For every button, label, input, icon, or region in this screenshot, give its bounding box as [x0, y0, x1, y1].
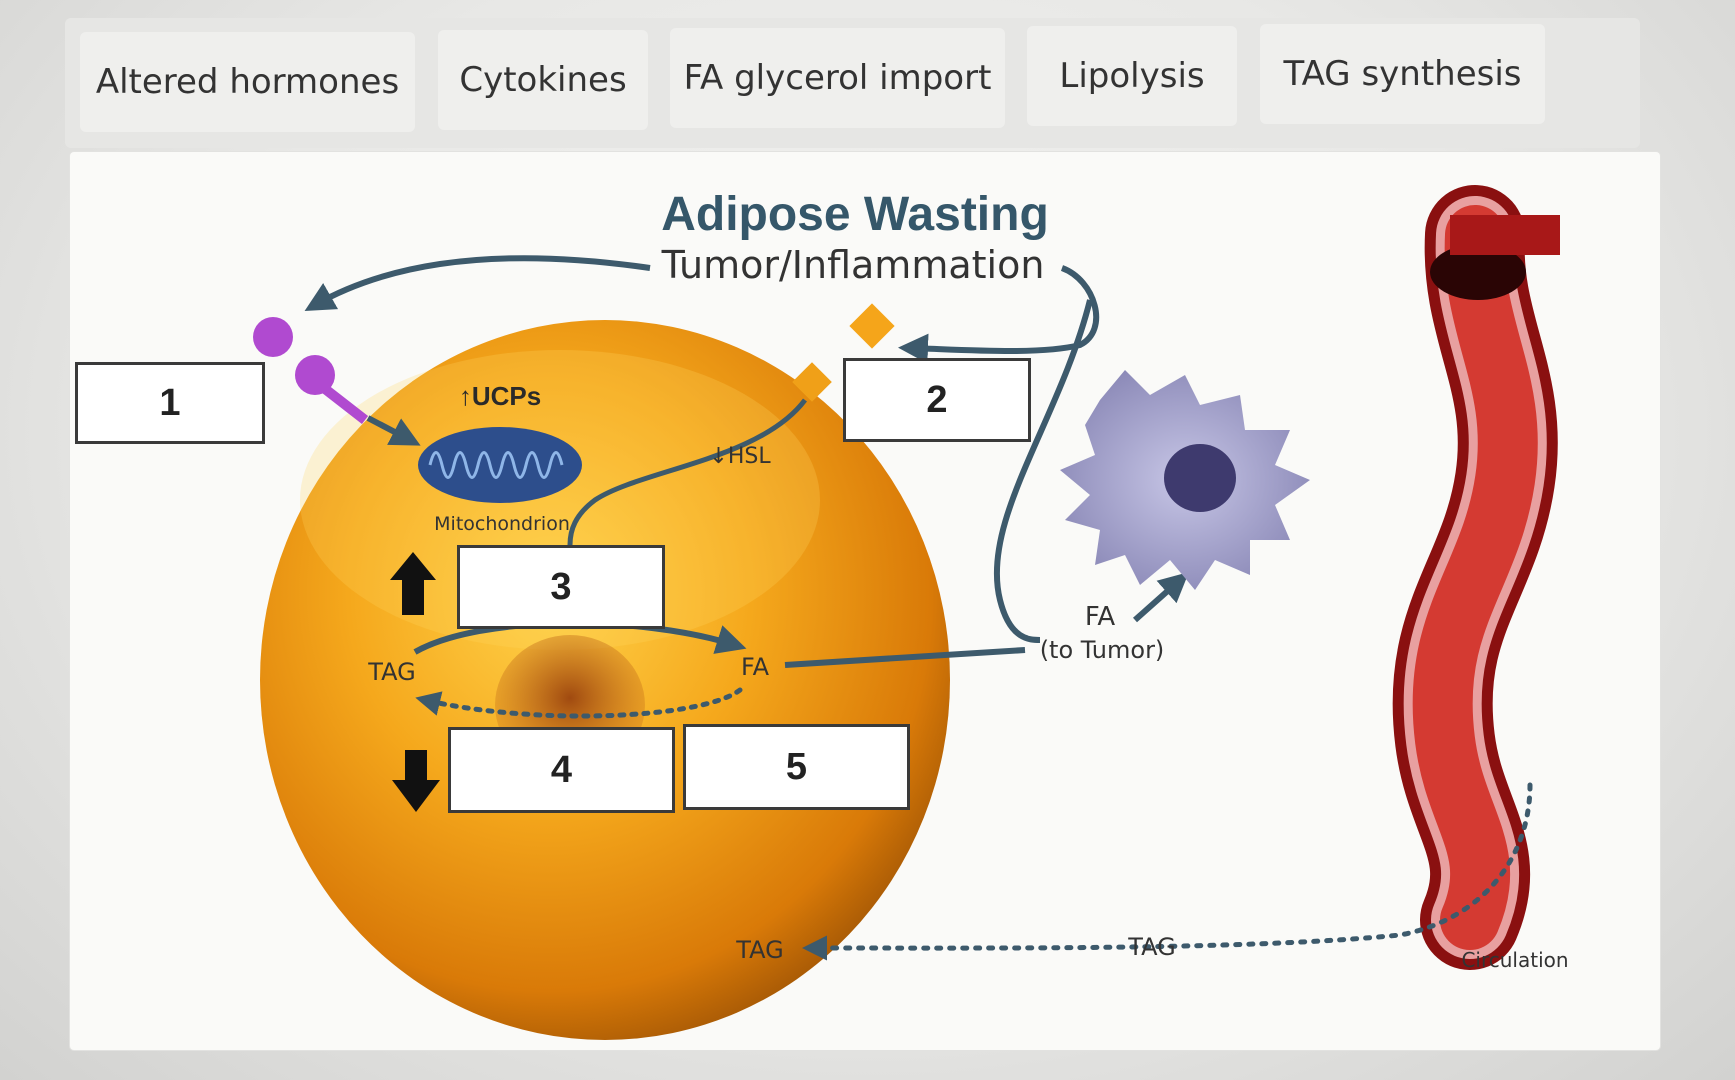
drop-box-2[interactable]: 2 [843, 358, 1031, 442]
arrow-tumor-to-hormone [304, 255, 651, 311]
arrow-receptor-to-mito [366, 415, 421, 446]
arrow-tag-from-circulation [802, 782, 1533, 961]
cytokine-signal-path [567, 398, 807, 546]
tag-bottom-label: TAG [735, 936, 783, 964]
tab-fa-glycerol-import[interactable]: FA glycerol import [670, 28, 1005, 128]
arrow-down-icon [392, 750, 440, 812]
drop-box-1[interactable]: 1 [75, 362, 265, 444]
arrow-fa-out [784, 647, 1026, 668]
hormone-ligand-icon [253, 317, 293, 357]
blood-vessel-lumen [1412, 205, 1538, 950]
ucps-label: ↑UCPs [459, 381, 541, 411]
arrow-reesterification [415, 687, 743, 719]
receptor-head-icon [295, 355, 335, 395]
mitochondrion-label: Mitochondrion [434, 513, 570, 535]
mitochondrion-icon [418, 427, 582, 503]
arrow-tumor-loop [993, 299, 1093, 643]
tag-flow-label: TAG [1127, 933, 1175, 961]
receptor-stem-icon [316, 381, 369, 424]
tab-altered-hormones[interactable]: Altered hormones [80, 32, 415, 132]
fa-to-tumor-label: FA [1085, 602, 1116, 632]
cytokine-receptor-icon [792, 362, 832, 402]
arrow-up-icon [390, 552, 436, 615]
drop-box-3[interactable]: 3 [457, 545, 665, 629]
to-tumor-label: (to Tumor) [1040, 636, 1165, 664]
immune-cell-nucleus [1164, 444, 1236, 512]
drop-box-4[interactable]: 4 [448, 727, 675, 813]
drop-box-5[interactable]: 5 [683, 724, 910, 810]
vessel-opening [1430, 244, 1526, 300]
tab-cytokines[interactable]: Cytokines [438, 30, 648, 130]
arrow-fa-to-tumor [1133, 572, 1189, 623]
vessel-top [1450, 215, 1560, 255]
mitochondrion-cristae [428, 451, 564, 479]
answer-choices-bar: Altered hormones Cytokines FA glycerol i… [65, 18, 1640, 148]
diagram-subtitle: Tumor/Inflammation [661, 243, 1045, 287]
hsl-label: ↓HSL [709, 444, 771, 469]
tag-left-label: TAG [367, 658, 415, 686]
circulation-label: Circulation [1461, 948, 1568, 972]
fa-label: FA [741, 653, 770, 681]
tab-tag-synthesis[interactable]: TAG synthesis [1260, 24, 1545, 124]
diagram-title: Adipose Wasting [661, 188, 1049, 241]
cytokine-icon [849, 303, 895, 349]
tab-lipolysis[interactable]: Lipolysis [1027, 26, 1237, 126]
